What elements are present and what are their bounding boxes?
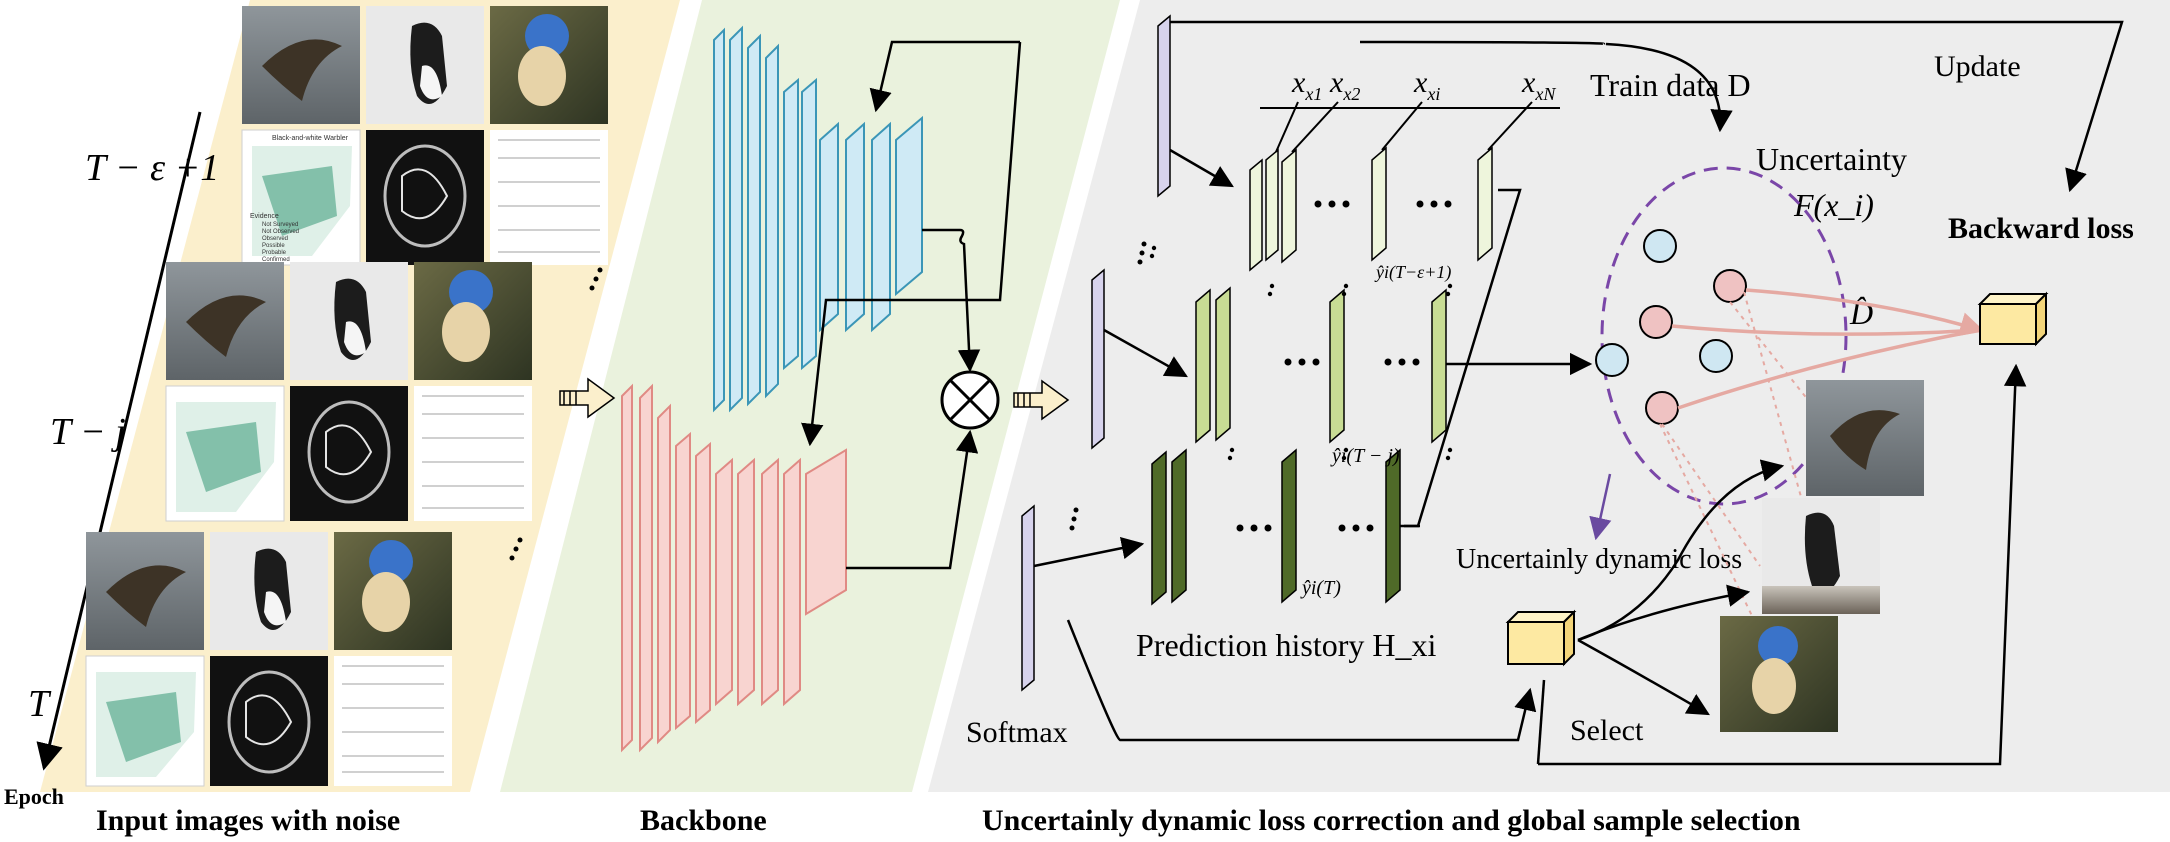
- feature-row-3: [1151, 448, 1401, 606]
- selected-image-1: [1806, 380, 1924, 496]
- feature-row-1: [1249, 146, 1493, 272]
- feature-vertical-ellipsis: [1149, 245, 1453, 461]
- x-label: xx2: [1329, 66, 1360, 104]
- thumbnail-row-1: [241, 6, 608, 266]
- input-feed-lines: [1260, 101, 1560, 153]
- thumbnail-row-3: [85, 532, 452, 787]
- y-label: ŷi(T): [1300, 577, 1341, 599]
- cluster-node: [1595, 343, 1629, 377]
- update-label: Update: [1934, 50, 2021, 83]
- prediction-history-label: Prediction history H_xi: [1136, 627, 1437, 663]
- thumbnail-ellipsis: [509, 267, 603, 561]
- time-label-2: T − j: [50, 411, 126, 453]
- loss-cube-icon: [1977, 291, 2049, 347]
- hollow-arrow-icon: [559, 377, 616, 419]
- table-doc-icon: [414, 386, 532, 521]
- cluster-node: [1639, 305, 1673, 339]
- legend-item: Confirmed: [262, 257, 290, 263]
- uncertainty-cluster: [1600, 166, 1848, 506]
- time-label-3: T: [28, 683, 52, 725]
- input-caption: Input images with noise: [96, 804, 400, 837]
- train-data-label: Train data D: [1590, 67, 1751, 103]
- backward-loss-label: Backward loss: [1948, 212, 2134, 245]
- selected-image-2: [1762, 498, 1880, 614]
- backbone-connections: [801, 40, 1022, 570]
- legend-item: Observed: [262, 236, 288, 242]
- cluster-node: [1713, 269, 1747, 303]
- d-hat-curves: [1671, 288, 1985, 410]
- table-doc-icon: [334, 656, 452, 786]
- loss-cube-icon: [1505, 609, 1577, 667]
- backbone-caption: Backbone: [640, 804, 767, 837]
- time-label-1: T − ε +1: [85, 147, 219, 189]
- correction-panel-bg: [928, 0, 2170, 792]
- blue-network: [713, 25, 923, 413]
- hollow-arrow-icon: [1013, 379, 1070, 421]
- epoch-label: Epoch: [4, 784, 64, 809]
- legend-item: Not Observed: [262, 229, 299, 235]
- selected-image-3: [1720, 616, 1838, 732]
- red-network: [621, 383, 847, 753]
- uncertainty-fn-label: F(x_i): [1793, 187, 1874, 223]
- legend-item: Possible: [262, 243, 285, 249]
- uncertain-loss-label: Uncertainly dynamic loss: [1456, 544, 1742, 575]
- softmax-bars: [1021, 14, 1171, 692]
- cluster-node: [1643, 229, 1677, 263]
- table-doc-icon: [490, 130, 608, 265]
- legend-item: Probable: [262, 250, 287, 256]
- softmax-ellipsis: [1069, 241, 1147, 531]
- uncertainty-arrow: [1589, 473, 1612, 541]
- cluster-node: [1699, 339, 1733, 373]
- epoch-axis: [36, 111, 202, 771]
- y-label: ŷi(T−ε+1): [1374, 262, 1451, 283]
- map-title: Black-and-white Warbler: [272, 135, 349, 142]
- cluster-nodes: [1595, 229, 1747, 425]
- uncertainty-label: Uncertainty: [1756, 141, 1907, 177]
- correction-caption: Uncertainly dynamic loss correction and …: [982, 804, 1801, 837]
- cluster-node: [1645, 391, 1679, 425]
- y-label: ŷi(T − j): [1330, 445, 1400, 467]
- feature-ellipsis: [1236, 200, 1452, 532]
- softmax-label: Softmax: [966, 716, 1068, 749]
- backbone-panel-bg: [500, 0, 1120, 792]
- legend-heading: Evidence: [250, 213, 279, 220]
- select-label: Select: [1570, 714, 1644, 747]
- flow-arrows: [1033, 20, 2124, 766]
- combine-operator-icon: [940, 370, 1000, 430]
- thumbnail-row-2: [165, 262, 532, 522]
- legend-item: Not Surveyed: [262, 222, 298, 228]
